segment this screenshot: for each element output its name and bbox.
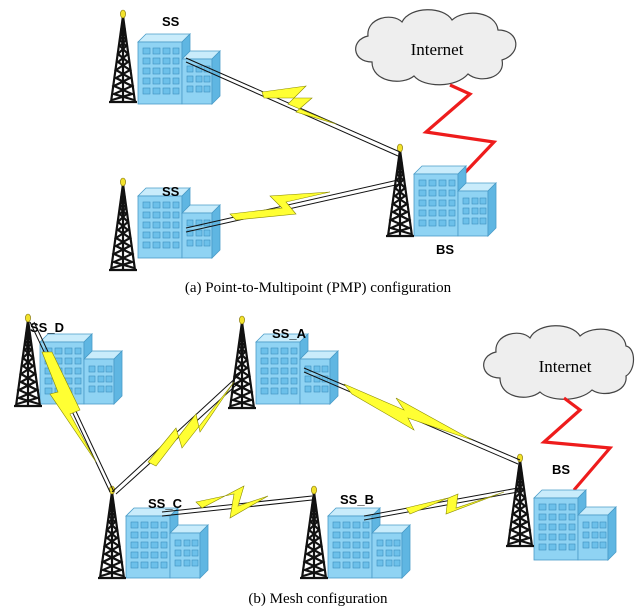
pmp-ss1-building (137, 33, 221, 105)
mesh-internet-cloud: Internet (483, 325, 635, 400)
mesh-ssc-label: SS_C (148, 496, 183, 511)
mesh-internet-link (540, 396, 614, 492)
pmp-section: Internet SS SS BS (a) Point-to-Multipoin… (107, 8, 517, 296)
mesh-caption: (b) Mesh configuration (248, 591, 388, 607)
mesh-ssa-label: SS_A (272, 326, 307, 341)
mesh-ssb-tower (298, 484, 330, 580)
mesh-bs-label: BS (552, 462, 570, 477)
pmp-bs-label: BS (436, 242, 454, 257)
pmp-caption: (a) Point-to-Multipoint (PMP) configurat… (185, 280, 452, 296)
mesh-link-ssa-bs (303, 367, 521, 465)
pmp-wireless-link-ss1-bs (185, 57, 401, 157)
mesh-ssa-tower (226, 314, 258, 410)
mesh-ssa-building (255, 333, 339, 405)
pmp-ss1-tower (107, 8, 139, 104)
mesh-internet-label: Internet (539, 357, 592, 376)
mesh-ssb-label: SS_B (340, 492, 374, 507)
pmp-bs-tower (384, 142, 416, 238)
pmp-bs-building (413, 165, 497, 237)
mesh-bs-tower (504, 452, 536, 548)
mesh-bs-building (533, 489, 617, 561)
pmp-internet-cloud: Internet (355, 9, 517, 86)
pmp-ss1-label: SS (162, 14, 180, 29)
mesh-ssb-building (327, 507, 411, 579)
pmp-ss2-label: SS (162, 184, 180, 199)
mesh-section: Internet SS_D SS_A SS_C SS_B BS (12, 312, 635, 607)
pmp-internet-link (422, 83, 498, 182)
mesh-link-ssb-bs (363, 487, 519, 521)
pmp-ss2-tower (107, 176, 139, 272)
mesh-link-ssc-ssa (111, 373, 245, 495)
mesh-link-ssc-ssb (161, 485, 313, 519)
pmp-internet-label: Internet (411, 40, 464, 59)
mesh-link-ssd-ssc (29, 321, 115, 493)
mesh-ssc-tower (96, 484, 128, 580)
pmp-wireless-link-ss2-bs (185, 179, 401, 233)
mesh-ssc-building (125, 507, 209, 579)
